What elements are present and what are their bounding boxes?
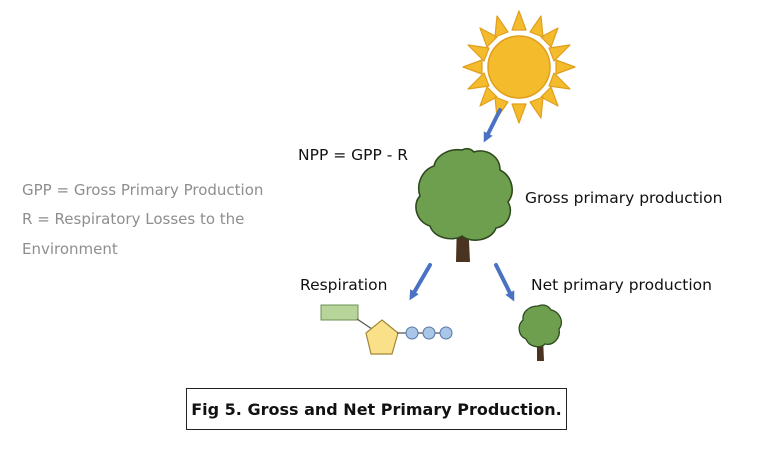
respiration-arrow-icon <box>409 263 432 301</box>
legend-r: R = Respiratory Losses to the <box>22 210 245 228</box>
net-production-label: Net primary production <box>531 276 712 294</box>
legend-gpp: GPP = Gross Primary Production <box>22 181 264 199</box>
arrow-down-icon <box>483 108 502 143</box>
net-production-arrow-icon <box>494 263 515 302</box>
figure-caption-box: Fig 5. Gross and Net Primary Production. <box>186 388 567 430</box>
figure-caption: Fig 5. Gross and Net Primary Production. <box>191 399 562 419</box>
legend-environment: Environment <box>22 240 118 258</box>
large-tree-icon <box>415 147 513 262</box>
atp-molecule-icon <box>320 304 453 355</box>
equation-label: NPP = GPP - R <box>298 146 409 164</box>
sun-icon <box>462 10 576 124</box>
small-tree-icon <box>518 304 563 361</box>
respiration-label: Respiration <box>300 276 388 294</box>
gross-production-label: Gross primary production <box>525 189 723 207</box>
